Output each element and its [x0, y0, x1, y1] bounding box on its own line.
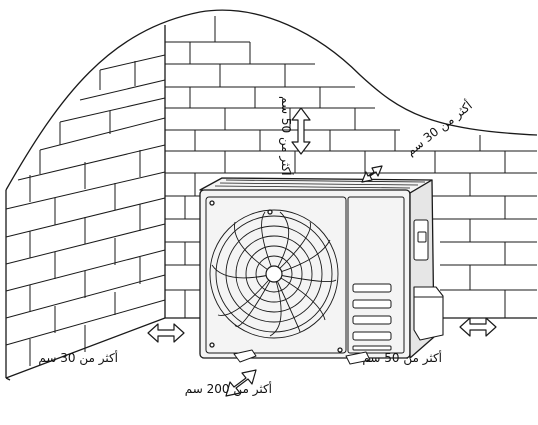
- unit-front-side-area: [347, 196, 405, 354]
- arrow-top-icon: [291, 107, 311, 155]
- label-left: أكثر من 30 سم: [38, 350, 118, 366]
- unit-top-grille: [214, 179, 426, 189]
- floor-front-edge: [5, 377, 11, 381]
- arrow-right-icon: [459, 317, 497, 337]
- fan-guard: [209, 209, 339, 339]
- unit-screw-bottom-right: [337, 347, 343, 353]
- unit-foot-right: [345, 351, 371, 365]
- label-top: أكثر من 50 سم: [278, 96, 294, 176]
- outdoor-unit: [199, 177, 444, 365]
- unit-front-inner: [205, 196, 347, 354]
- unit-screw-bottom-left: [209, 342, 215, 348]
- unit-foot-left: [233, 349, 257, 363]
- unit-screw-top-left: [209, 200, 215, 206]
- label-right: أكثر من 50 سم: [362, 350, 442, 366]
- label-front: أكثر من 200 سم: [185, 381, 272, 397]
- label-top-right: أكثر من 30 سم: [403, 98, 476, 160]
- wall-top-curve: [5, 9, 538, 191]
- arrow-front-icon: [225, 369, 257, 397]
- unit-service-valve-knob: [417, 231, 427, 243]
- clearance-arrows: [147, 107, 497, 397]
- left-wall-bricks: [5, 54, 166, 366]
- arrow-left-icon: [147, 323, 185, 343]
- unit-louvres: [352, 283, 392, 351]
- fan-hub: [265, 265, 283, 283]
- unit-valve-cover: [413, 286, 444, 341]
- arrow-back-icon: [361, 165, 383, 183]
- back-wall-bricks: [165, 16, 537, 318]
